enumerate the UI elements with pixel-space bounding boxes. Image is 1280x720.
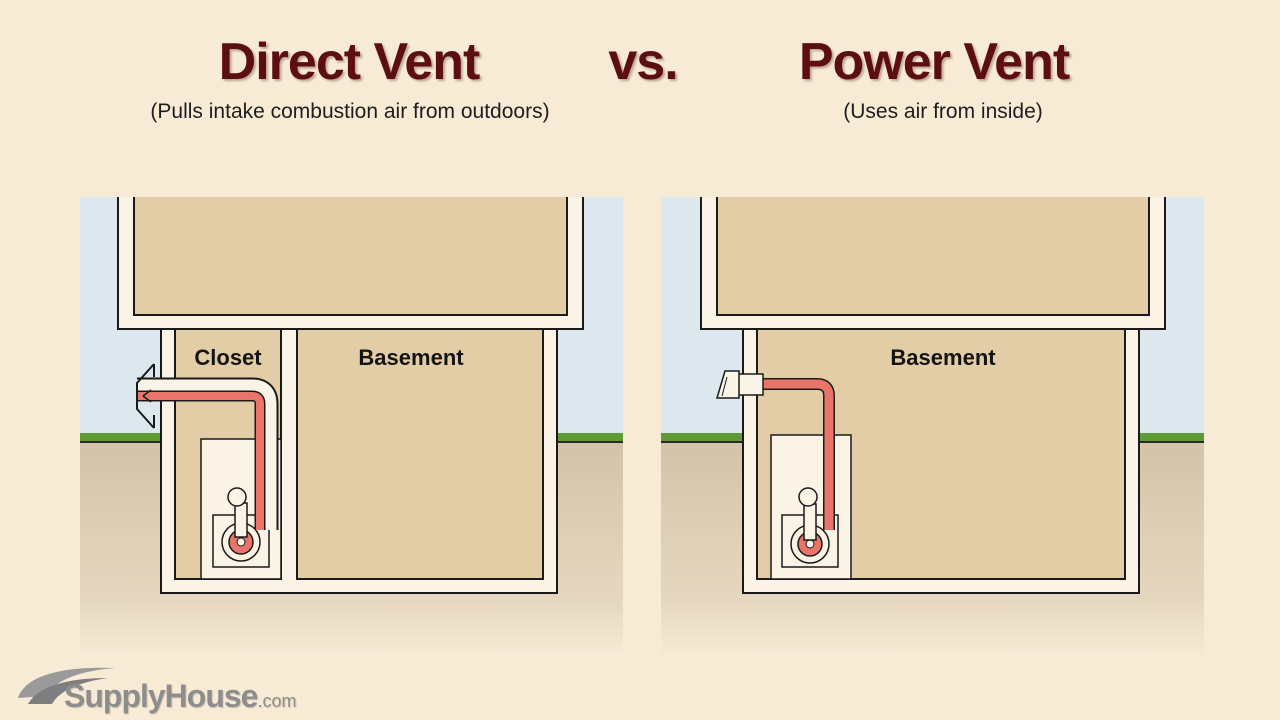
valve-knob-icon bbox=[227, 487, 247, 507]
vs-label: vs. bbox=[608, 33, 678, 91]
supplyhouse-logo-icon bbox=[18, 667, 116, 704]
brand-name: SupplyHouse bbox=[64, 678, 258, 714]
vent-hood-icon bbox=[715, 370, 740, 399]
direct-vent-diagram: Closet Basement bbox=[80, 197, 623, 657]
direct-vent-subtitle: (Pulls intake combustion air from outdoo… bbox=[150, 100, 550, 123]
basement-room bbox=[296, 328, 544, 580]
upper-floor-room bbox=[133, 197, 568, 316]
basement-label: Basement bbox=[358, 345, 464, 370]
upper-floor-room bbox=[716, 197, 1150, 316]
basement-label: Basement bbox=[890, 345, 996, 370]
power-vent-subtitle: (Uses air from inside) bbox=[843, 100, 1043, 123]
power-vent-title: Power Vent bbox=[798, 33, 1070, 91]
brand-tld: .com bbox=[257, 691, 297, 711]
closet-label: Closet bbox=[194, 345, 262, 370]
brand-logo-text: SupplyHouse.com bbox=[64, 678, 296, 715]
direct-vent-title: Direct Vent bbox=[218, 33, 481, 91]
vent-sleeve bbox=[736, 373, 764, 396]
vent-termination-icon bbox=[136, 363, 155, 429]
power-vent-diagram: Basement bbox=[661, 197, 1204, 657]
valve-knob-icon bbox=[798, 487, 818, 507]
